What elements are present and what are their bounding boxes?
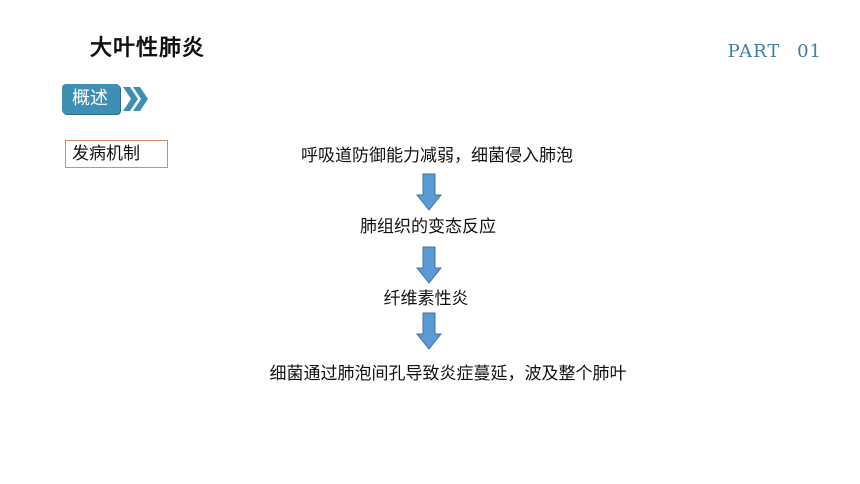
step-1: 呼吸道防御能力减弱，细菌侵入肺泡 — [301, 146, 573, 166]
step-2: 肺组织的变态反应 — [360, 217, 496, 237]
slide-title: 大叶性肺炎 — [90, 36, 206, 61]
overview-badge: 概述 — [62, 84, 120, 114]
step-3: 纤维素性炎 — [383, 289, 469, 309]
arrow-down-icon — [415, 246, 443, 288]
part-label: PART 01 — [727, 41, 822, 62]
step-4: 细菌通过肺泡间孔导致炎症蔓延，波及整个肺叶 — [269, 364, 627, 384]
double-chevron-right-icon — [122, 84, 150, 114]
arrow-down-icon — [415, 312, 443, 354]
section-label: 发病机制 — [65, 140, 168, 168]
arrow-down-icon — [415, 173, 443, 215]
overview-header: 概述 — [62, 83, 150, 115]
